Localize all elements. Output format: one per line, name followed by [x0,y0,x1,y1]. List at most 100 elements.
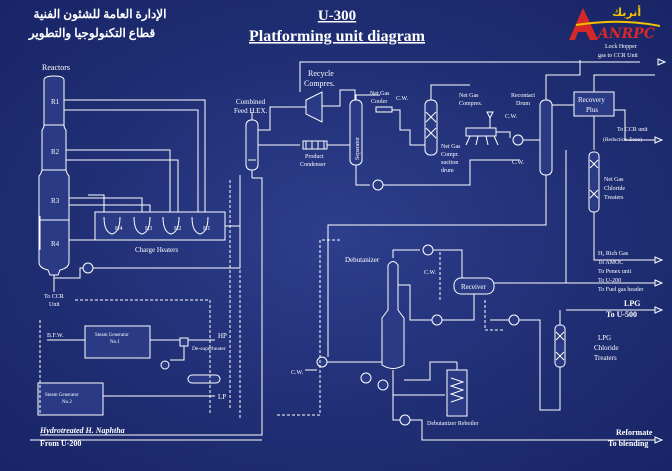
heater-h3-label: H3 [145,226,152,232]
recontact-pump-icon [512,134,524,146]
combined-feed-label-2: Feed H.EX. [234,107,267,115]
charge-heaters-label: Charge Heaters [135,246,178,254]
page-title: Platforming unit diagram [249,28,426,45]
cw-label-1: C.W. [396,96,409,102]
desuperheater-label: De-superheater [192,346,226,352]
steam-generator-2-box [37,382,104,416]
arabic-header-line2: قطاع التكنولوجيا والتطوير [28,26,156,41]
hp-steam-label: HP [218,332,227,340]
logo-wordmark: ANRPC [596,26,655,42]
reactor-r2-label: R2 [51,148,60,156]
reboiler-pump-icon [399,414,411,426]
lpg-treaters-label-3: Treaters [594,354,617,362]
steam-generator-1-label-2: No.1 [110,340,120,345]
reactors-label: Reactors [42,63,70,72]
h2-arrow-icon [654,256,664,264]
separator-pump-icon [372,179,384,191]
to-penex-label: To Penex unit [598,269,632,275]
to-u500-label: To U-500 [606,310,637,319]
debutanizer-column-icon [381,261,405,369]
compressor-valve-icon [486,111,494,120]
debutanizer-condenser-icon [422,244,434,256]
unit-code: U-300 [318,8,356,24]
receiver-pump-icon [431,314,443,326]
h2-rich-gas-label: H₂ Rich Gas [598,251,629,257]
to-ccr-label-2: Unit [49,302,60,308]
lpg-treaters-label-2: Chloride [594,344,619,352]
net-gas-compressor-label-2: Compres. [459,101,483,107]
suction-drum-label-2: Compr. [441,152,459,158]
lock-hopper-label-2: gas to CCR Unit [598,53,638,59]
arabic-header-line1: الإدارة العامة للشئون الفنية [34,7,167,22]
from-u200-label: From U-200 [40,439,81,448]
lp-steam-label: LP [218,393,226,401]
to-u200-label: To U-200 [598,278,621,284]
feed-pump-icon [82,262,94,274]
net-gas-cooler-icon [375,106,393,113]
debutanizer-reboiler-icon [446,362,468,417]
net-gas-chloride-label-3: Treaters [604,195,624,201]
combined-feed-hex-icon [245,112,259,178]
recycle-compressor-icon [305,91,323,123]
to-blending-label: To blending [608,439,648,448]
lpg-pump-icon [508,314,520,326]
reformate-arrow-icon [654,436,664,444]
net-gas-chloride-label-1: Net Gas [604,177,624,183]
product-condenser-icon [302,140,328,150]
separator-label: Separator [355,137,361,160]
net-gas-compressor-label-1: Net Gas [459,93,479,99]
heater-h1-label: H1 [203,226,210,232]
reactor-r4-label: R4 [51,240,60,248]
debut-feed-exchanger-icon [316,356,328,368]
steam-generator-2-label-2: No.2 [62,400,72,405]
cw-label-3: C.W. [512,160,525,166]
net-gas-compressor-icon [465,127,497,137]
to-amoc-label: To AMOC [598,260,623,266]
recycle-compressor-label-1: Recycle [308,69,334,78]
recycle-compressor-label-2: Compres. [304,79,335,88]
reduction-zone-label: (Reduction Zone) [603,136,642,143]
reactor-heater-piping [54,99,206,279]
steam-generator-2-label-1: Steam Generator [45,393,79,398]
bfw-label: B.F.W. [47,333,64,339]
recovery-plus-label-1: Recovery [578,96,605,104]
recontact-drum-icon [539,99,553,176]
net-gas-cooler-label-1: Net Gas [370,91,390,97]
sg-valve-icon [160,360,170,370]
lock-hopper-arrow-icon [657,58,667,66]
to-ccr-label-1: To CCR [44,294,64,300]
debut-bottom-pump-icon [377,379,389,391]
reactor-stack-icon [38,75,70,282]
to-ccr-unit-label: To CCR unit [617,127,648,133]
to-ccr-arrow-icon [654,136,664,144]
debutanizer-reboiler-label: Debutanizer Reboiler [427,421,478,427]
desuperheater-icon [179,337,189,347]
lpg-label: LPG [624,299,640,308]
cw-label-2: C.W. [505,114,518,120]
recontact-drum-label-1: Recontact [511,93,535,99]
net-gas-chloride-label-2: Chloride [604,186,625,192]
lpg-chloride-treater-icon [554,324,566,368]
anrpc-logo: أنربك ANRPC [569,5,661,42]
reformate-label: Reformate [616,428,653,437]
hydrotreated-naphtha-label: Hydrotreated H. Naphtha [39,426,125,435]
to-fuel-gas-label: To Fuel gas header [598,287,643,293]
heater-h2-label: H2 [174,226,181,232]
recovery-plus-label-2: Plus [586,106,598,114]
charge-heaters-box [94,211,226,241]
debutanizer-label: Debutanizer [345,256,380,264]
blowdown-drum-icon [187,374,221,384]
cw-label-5: C.W. [291,370,304,376]
lock-hopper-label-1: Lock Hopper [605,44,637,50]
heater-h4-label: H4 [115,226,122,232]
recontact-drum-label-2: Drum [516,101,530,107]
debut-side-pump-icon [360,372,372,384]
combined-feed-label-1: Combined [236,98,266,106]
suction-drum-label-1: Net Gas [441,144,461,150]
steam-generator-1-label-1: Steam Generator [95,333,129,338]
logo-arabic-text: أنربك [612,5,641,19]
cw-label-4: C.W. [424,270,437,276]
product-condenser-label-2: Condenser [300,162,326,168]
lpg-treaters-label-1: LPG [598,334,611,342]
